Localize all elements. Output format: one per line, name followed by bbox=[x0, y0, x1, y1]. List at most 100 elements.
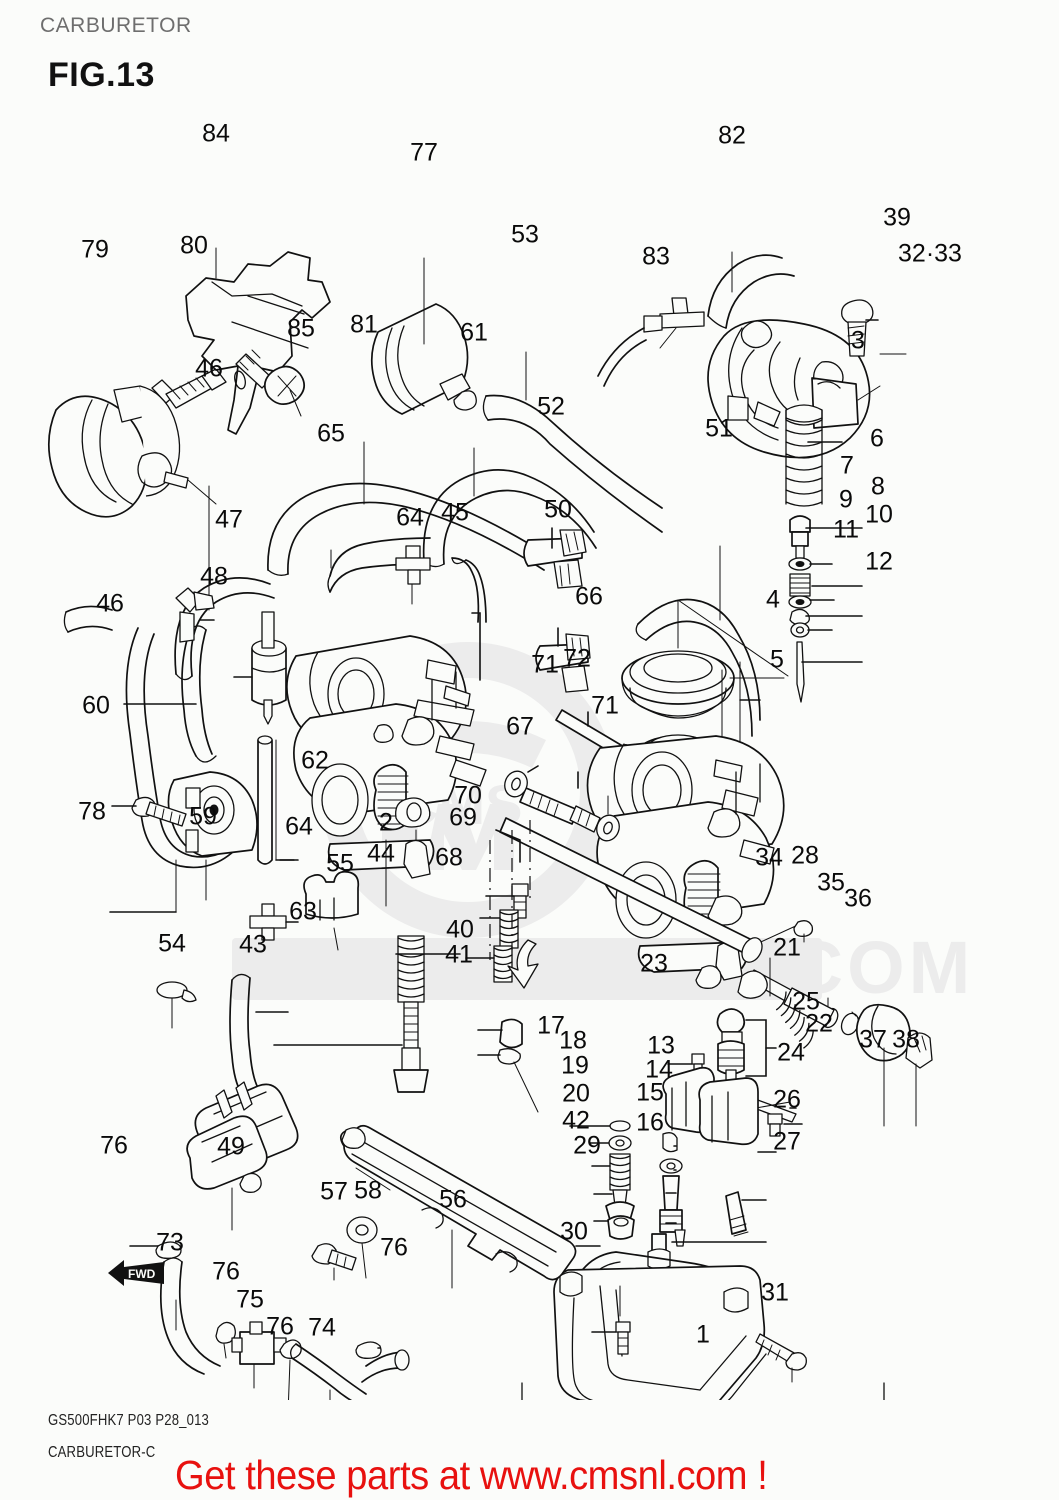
part-49-sensor bbox=[186, 1081, 299, 1231]
callout-39: 39 bbox=[883, 203, 911, 232]
part-76-clip-a bbox=[129, 1241, 182, 1259]
callout-65: 65 bbox=[317, 419, 345, 448]
part-3233-cover bbox=[707, 319, 907, 459]
callout-50: 50 bbox=[544, 495, 572, 524]
callout-23: 23 bbox=[640, 949, 668, 978]
part-83-tee bbox=[597, 297, 705, 387]
part-41-pin bbox=[477, 1048, 539, 1113]
part-47-connector bbox=[175, 587, 215, 643]
callout-81: 81 bbox=[350, 310, 378, 339]
callout-85: 85 bbox=[287, 314, 315, 343]
callout-76: 76 bbox=[100, 1131, 128, 1160]
part-54-clip bbox=[156, 981, 197, 1029]
callout-10: 10 bbox=[865, 500, 893, 529]
callout-57: 57 bbox=[320, 1177, 348, 1206]
part-30-screw bbox=[591, 1321, 631, 1355]
part-14-oring bbox=[659, 1158, 683, 1174]
callout-74: 74 bbox=[308, 1313, 336, 1342]
callout-35: 35 bbox=[817, 868, 845, 897]
part-79-canister bbox=[47, 385, 217, 518]
part-80-bolt bbox=[151, 368, 227, 409]
callout-73: 73 bbox=[156, 1228, 184, 1257]
part-73-hose bbox=[159, 1257, 221, 1375]
callout-14: 14 bbox=[645, 1055, 673, 1084]
callout-49: 49 bbox=[217, 1132, 245, 1161]
callout-37: 37 bbox=[859, 1025, 887, 1054]
callout-8: 8 bbox=[871, 472, 885, 501]
carburetor-body-left bbox=[275, 635, 487, 907]
part-84-bracket bbox=[185, 247, 331, 435]
callout-64: 64 bbox=[285, 812, 313, 841]
part-56-bracket bbox=[339, 1124, 577, 1289]
part-77-damper bbox=[370, 257, 477, 415]
hose-group-upper bbox=[63, 351, 761, 913]
part-71-washers bbox=[504, 765, 620, 842]
callout-6: 6 bbox=[870, 424, 884, 453]
callout-68: 68 bbox=[435, 843, 463, 872]
callout-25: 25 bbox=[792, 987, 820, 1016]
part-72-adjuster-rod bbox=[519, 771, 601, 833]
callout-26: 26 bbox=[773, 1085, 801, 1114]
callout-20: 20 bbox=[562, 1079, 590, 1108]
callout-64: 64 bbox=[396, 503, 424, 532]
callout-16: 16 bbox=[636, 1108, 664, 1137]
part-24-float bbox=[662, 1066, 777, 1153]
callout-55: 55 bbox=[326, 849, 354, 878]
callout-15: 15 bbox=[636, 1078, 664, 1107]
part-55-clip bbox=[303, 870, 360, 951]
part-64-connector-b bbox=[249, 903, 299, 941]
callout-44: 44 bbox=[367, 839, 395, 868]
callout-7: 7 bbox=[840, 451, 854, 480]
part-8-spring-small bbox=[789, 573, 863, 597]
part-62-tube bbox=[257, 735, 299, 865]
callout-83: 83 bbox=[642, 242, 670, 271]
part-60-screw bbox=[111, 796, 187, 827]
callout-4: 4 bbox=[766, 585, 780, 614]
callout-54: 54 bbox=[158, 929, 186, 958]
callout-66: 66 bbox=[575, 582, 603, 611]
float-bowl bbox=[553, 1265, 767, 1400]
callout-17: 17 bbox=[537, 1011, 565, 1040]
callout-62: 62 bbox=[301, 746, 329, 775]
callout-76: 76 bbox=[380, 1233, 408, 1262]
callout-72: 72 bbox=[563, 644, 591, 673]
callout-30: 30 bbox=[560, 1217, 588, 1246]
part-7-washer bbox=[788, 557, 833, 571]
part-10-clip bbox=[789, 608, 863, 626]
callout-40: 40 bbox=[446, 915, 474, 944]
part-31-screw bbox=[755, 1333, 807, 1383]
part-76-clip-d bbox=[355, 1341, 382, 1359]
callout-78: 78 bbox=[78, 797, 106, 826]
svg-text:FWD: FWD bbox=[128, 1267, 156, 1281]
callout-13: 13 bbox=[647, 1031, 675, 1060]
callout-71: 71 bbox=[531, 650, 559, 679]
part-50-tee bbox=[535, 627, 591, 693]
callout-70: 70 bbox=[454, 781, 482, 810]
part-4-diaphragm-piston bbox=[621, 599, 789, 719]
part-3-spring bbox=[785, 404, 843, 507]
callout-34: 34 bbox=[755, 843, 783, 872]
part-76-clip-b bbox=[215, 1321, 236, 1359]
part-52-tee bbox=[523, 527, 587, 589]
callout-42: 42 bbox=[562, 1106, 590, 1135]
callout-46: 46 bbox=[195, 354, 223, 383]
callout-56: 56 bbox=[439, 1185, 467, 1214]
part-6-needle-jet-holder bbox=[789, 515, 863, 559]
callout-63: 63 bbox=[289, 897, 317, 926]
fwd-direction-marker: FWD bbox=[108, 1258, 166, 1288]
callout-77: 77 bbox=[410, 138, 438, 167]
callout-21: 21 bbox=[773, 933, 801, 962]
part-57-screw bbox=[311, 1243, 357, 1281]
callout-45: 45 bbox=[441, 498, 469, 527]
exploded-parts-drawing: .ln{fill:none;stroke:#111;stroke-width:1… bbox=[0, 100, 1059, 1400]
callout-53: 53 bbox=[511, 220, 539, 249]
part-39-screw bbox=[841, 299, 879, 357]
part-27-jet-holder bbox=[647, 1233, 767, 1270]
callout-1: 1 bbox=[696, 1320, 710, 1349]
part-40-cap bbox=[477, 1018, 523, 1049]
callout-82: 82 bbox=[718, 121, 746, 150]
callout-31: 31 bbox=[761, 1278, 789, 1307]
part-68-spring bbox=[465, 820, 539, 989]
part-42-nut bbox=[593, 1215, 635, 1240]
